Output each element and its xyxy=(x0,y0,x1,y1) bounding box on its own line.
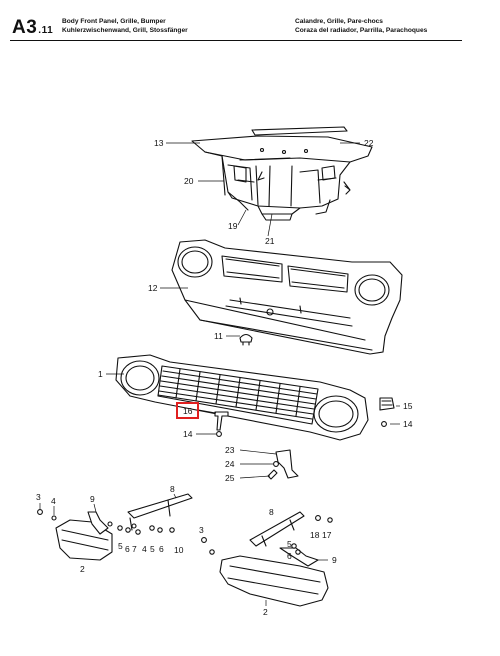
callout-14-right: 14 xyxy=(403,419,413,429)
callout-13: 13 xyxy=(154,138,164,148)
callout-10: 10 xyxy=(174,545,184,555)
callout-5-left-a: 5 xyxy=(118,541,123,551)
callout-2-left: 2 xyxy=(80,564,85,574)
part-11-clip xyxy=(239,333,253,346)
callout-8-left: 8 xyxy=(170,484,175,494)
callout-22: 22 xyxy=(364,138,374,148)
title-spanish: Coraza del radiador, Parrilla, Parachoqu… xyxy=(295,27,428,34)
part-15-clip xyxy=(379,397,395,427)
callout-19: 19 xyxy=(228,221,238,231)
callout-6-right: 6 xyxy=(287,551,292,561)
part-23-bracket xyxy=(267,449,299,480)
leader-lines xyxy=(39,142,400,606)
callout-2-right: 2 xyxy=(263,607,268,617)
callout-7-left: 7 xyxy=(132,544,137,554)
callout-6-left-a: 6 xyxy=(125,544,130,554)
callout-14-left: 14 xyxy=(183,429,193,439)
header-rule xyxy=(10,40,462,41)
radiator-support xyxy=(191,126,373,221)
page-header: A3.11 Body Front Panel, Grille, Bumper K… xyxy=(0,0,500,46)
section-code: A3.11 xyxy=(12,17,54,38)
callout-25: 25 xyxy=(225,473,235,483)
part-16-bracket xyxy=(214,411,229,437)
callout-24: 24 xyxy=(225,459,235,469)
front-panel xyxy=(171,239,403,355)
callout-16: 16 xyxy=(183,406,193,416)
title-english: Body Front Panel, Grille, Bumper xyxy=(62,18,166,25)
callout-5-right: 5 xyxy=(287,539,292,549)
callout-11: 11 xyxy=(214,331,223,341)
callout-labels: 13 22 20 19 21 12 11 1 16 14 15 14 23 24… xyxy=(36,138,413,617)
callout-23: 23 xyxy=(225,445,235,455)
callout-1: 1 xyxy=(98,369,103,379)
left-bumper xyxy=(37,493,193,561)
highlight-box-16 xyxy=(176,402,199,419)
radiator-grille xyxy=(115,354,369,441)
callout-6-left-b: 6 xyxy=(159,544,164,554)
callout-9-left: 9 xyxy=(90,494,95,504)
callout-12: 12 xyxy=(148,283,158,293)
callout-3-left: 3 xyxy=(36,492,41,502)
callout-18: 18 xyxy=(310,530,320,540)
callout-15: 15 xyxy=(403,401,413,411)
right-bumper xyxy=(201,511,333,607)
callout-3-right: 3 xyxy=(199,525,204,535)
callout-4-left-b: 4 xyxy=(142,544,147,554)
callout-5-left-b: 5 xyxy=(150,544,155,554)
title-french: Calandre, Grille, Pare-chocs xyxy=(295,18,383,25)
callout-4-left: 4 xyxy=(51,496,56,506)
title-german: Kuhlerzwischenwand, Grill, Stossfänger xyxy=(62,27,188,34)
callout-9-right: 9 xyxy=(332,555,337,565)
callout-20: 20 xyxy=(184,176,194,186)
callout-17: 17 xyxy=(322,530,332,540)
callout-21: 21 xyxy=(265,236,275,246)
callout-8-right: 8 xyxy=(269,507,274,517)
